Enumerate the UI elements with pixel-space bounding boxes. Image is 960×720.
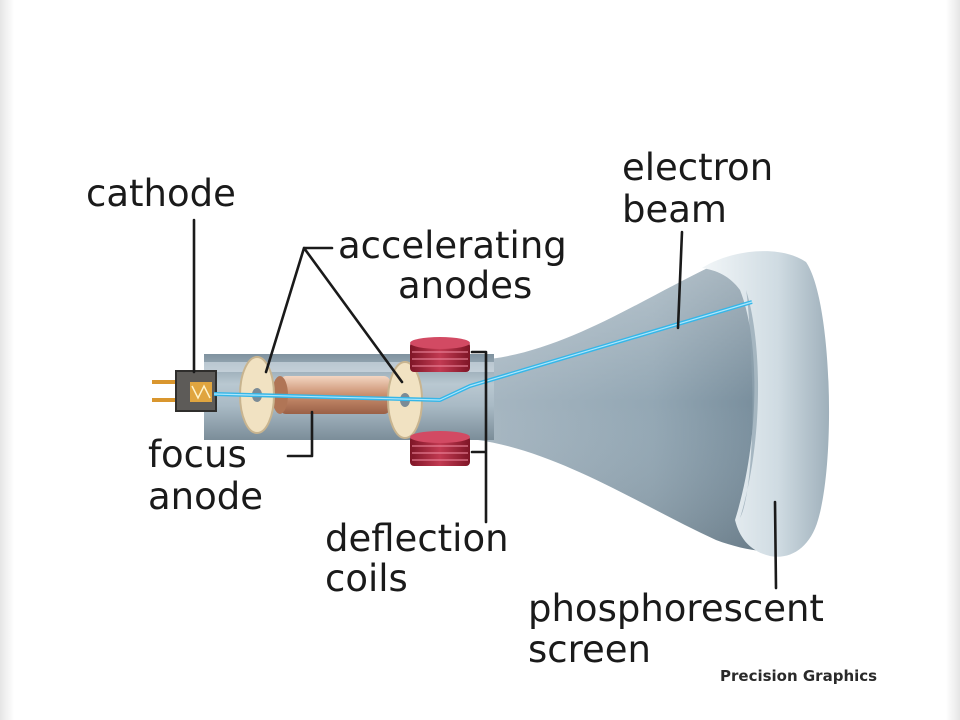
- cathode-filament: [191, 384, 211, 400]
- label-cathode: cathode: [86, 172, 236, 215]
- deflection-coil-top: [410, 337, 470, 372]
- label-deflection-coils-line1: deflection: [325, 517, 509, 560]
- label-electron-beam-line2: beam: [622, 188, 727, 231]
- label-phosphorescent-screen-line2: screen: [528, 628, 651, 671]
- leader-accelerating-anodes: [264, 246, 404, 384]
- label-accelerating-anodes-line2: anodes: [398, 264, 532, 307]
- leader-phosphorescent-screen: [773, 500, 778, 590]
- leader-deflection-coils: [470, 350, 488, 524]
- leader-electron-beam: [676, 230, 684, 330]
- label-accelerating-anodes-line1: accelerating: [338, 224, 567, 267]
- tube-neck-highlight: [204, 362, 494, 372]
- leader-focus-anode: [286, 410, 314, 458]
- label-deflection-coils-line2: coils: [325, 557, 408, 600]
- tube-bell-shading: [478, 252, 795, 552]
- electron-beam-glow: [213, 301, 753, 401]
- credit-text: Precision Graphics: [720, 667, 877, 685]
- focus-anode-cylinder: [280, 376, 390, 414]
- screen-rim: [702, 251, 830, 557]
- label-phosphorescent-screen-line1: phosphorescent: [528, 587, 824, 630]
- screen-face: [740, 290, 759, 518]
- label-focus-anode-line1: focus: [148, 433, 247, 476]
- label-electron-beam-line1: electron: [622, 146, 773, 189]
- label-focus-anode-line2: anode: [148, 475, 263, 518]
- deflection-coil-bottom: [410, 431, 470, 466]
